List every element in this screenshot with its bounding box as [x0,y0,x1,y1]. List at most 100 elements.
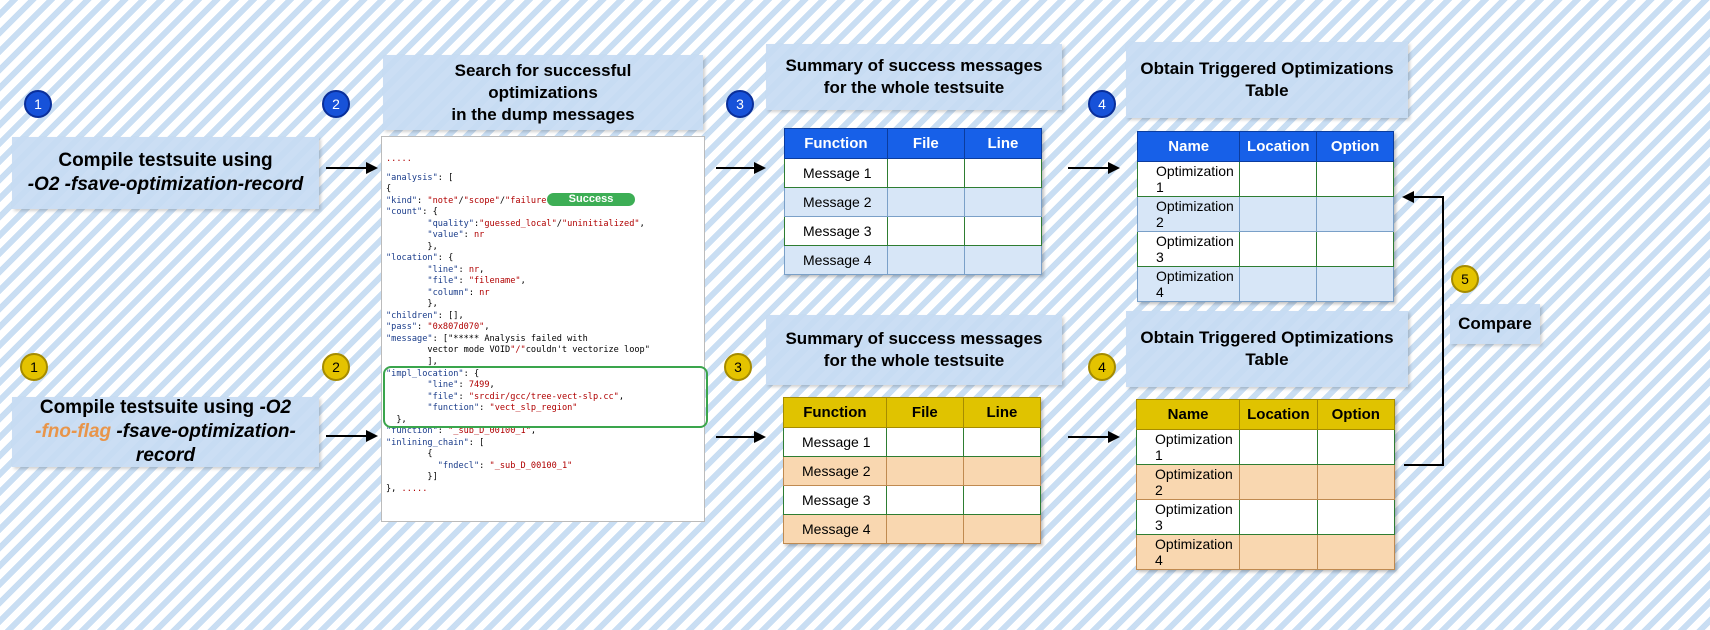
table-cell-empty [1239,266,1318,302]
table-cell-name: Message 2 [784,187,888,217]
search-line2: optimizations [488,82,598,102]
table-cell-empty [1316,499,1396,535]
table-cell-empty [886,216,965,246]
search-line1: Search for successful [454,60,632,80]
compile-noflag-box: Compile testsuite using -O2 -fno-flag -f… [12,397,319,467]
fno-flag-text: -fno-flag [35,421,112,442]
code-line: "analysis": [ [386,173,454,183]
arrow-head [754,162,766,174]
code-line: vector mode VOID"/"couldn't vectorize lo… [386,345,650,355]
table-row: Message 2 [783,456,1042,486]
table-cell-empty [1316,534,1396,570]
code-line: "quality":"guessed_local"/"uninitialized… [427,219,645,229]
arrow-summary-to-obtain-top [1068,167,1110,169]
table-row: Message 1 [784,158,1043,188]
step-4-blue-badge: 4 [1088,90,1116,118]
step-2-blue-badge: 2 [322,90,350,118]
dump-code-panel: ....."analysis": [{"kind": "note"/"scope… [381,136,705,522]
search-dump-box: Search for successful optimizations in t… [383,55,703,130]
arrow-head [754,431,766,443]
messages-bottom-header-2: Line [962,397,1042,428]
code-line: }] [386,472,438,482]
code-line: }, ..... [386,484,428,494]
table-cell-name: Optimization 2 [1135,464,1241,500]
table-cell-empty [1316,464,1396,500]
table-cell-empty [963,187,1043,217]
table-cell-empty [1239,464,1318,500]
compare-line-bottom [1404,464,1444,466]
summary-top-line2: for the whole testsuite [823,78,1005,97]
code-line: "value": nr [427,230,485,240]
table-cell-empty [962,514,1042,544]
success-pill: Success [547,193,635,206]
code-line: "pass": "0x807d070", [386,322,490,332]
code-line: "message": ["***** Analysis failed with [386,334,588,344]
table-cell-empty [1316,266,1394,302]
table-cell-empty [962,427,1042,457]
step-5-compare-badge: 5 [1451,265,1479,293]
table-cell-empty [1239,534,1318,570]
messages-bottom-header-0: Function [783,397,887,428]
search-line3: in the dump messages [451,104,635,124]
code-line: "file": "srcdir/gcc/tree-vect-slp.cc", [427,392,625,402]
compile-noflag-o2: -O2 [259,397,292,418]
obtain-bottom-box: Obtain Triggered Optimizations Table [1126,311,1408,387]
impl-location-highlight [383,366,708,428]
table-cell-empty [886,245,965,275]
table-cell-empty [1239,429,1318,465]
compare-arrow-head [1402,191,1414,203]
code-line: ], [386,357,438,367]
table-cell-empty [1239,196,1318,232]
messages-bottom-header-1: File [885,397,964,428]
compile-noflag-line2: -fno-flag -fsave-optimization-record [12,420,319,468]
arrow-compile-to-search-bottom [326,435,368,437]
code-line: "location": { [386,253,454,263]
compile-default-line1: Compile testsuite using [58,150,273,171]
obtain-top-line2: Table [1245,81,1289,100]
table-row: Optimization 1 [1135,429,1396,465]
table-row: Optimization 2 [1135,464,1396,500]
table-cell-empty [885,456,964,486]
opt-top-header-0: Name [1136,131,1241,162]
arrow-summary-to-obtain-bottom [1068,436,1110,438]
obtain-bottom-line2: Table [1245,350,1289,369]
compare-label: Compare [1458,314,1532,333]
table-cell-name: Message 4 [783,514,887,544]
table-row: Message 2 [784,187,1043,217]
table-cell-name: Optimization 3 [1136,231,1241,267]
arrow-head [366,430,378,442]
table-row: Optimization 1 [1136,161,1394,197]
code-line: ..... [386,154,412,164]
table-row: Optimization 3 [1136,231,1394,267]
obtain-top-box: Obtain Triggered Optimizations Table [1126,42,1408,118]
table-cell-empty [963,245,1043,275]
table-cell-empty [1239,161,1318,197]
code-line: "children": [], [386,311,464,321]
table-row: Optimization 4 [1135,534,1396,570]
arrow-search-to-summary-bottom [716,436,756,438]
table-cell-empty [962,456,1042,486]
opt-top-header-1: Location [1239,131,1318,162]
table-cell-empty [1239,231,1318,267]
summary-bottom-line2: for the whole testsuite [823,351,1005,370]
step-1-yellow-badge: 1 [20,353,48,381]
table-cell-empty [885,514,964,544]
opt-bottom-header-1: Location [1239,399,1318,430]
table-cell-name: Optimization 2 [1136,196,1241,232]
compile-noflag-text: Compile testsuite using [39,397,260,418]
step-1-blue-badge: 1 [24,90,52,118]
table-cell-name: Optimization 4 [1136,266,1241,302]
table-cell-name: Optimization 4 [1135,534,1241,570]
compile-noflag-line1: Compile testsuite using -O2 [40,396,291,420]
compile-default-flags: -O2 -fsave-optimization-record [27,174,304,195]
table-cell-empty [963,216,1043,246]
code-line: "impl_location": { [386,369,480,379]
table-row: Optimization 2 [1136,196,1394,232]
compile-noflag-record: -fsave-optimization-record [111,421,296,466]
compare-line-top [1412,196,1444,198]
messages-top-header-2: Line [963,128,1043,159]
